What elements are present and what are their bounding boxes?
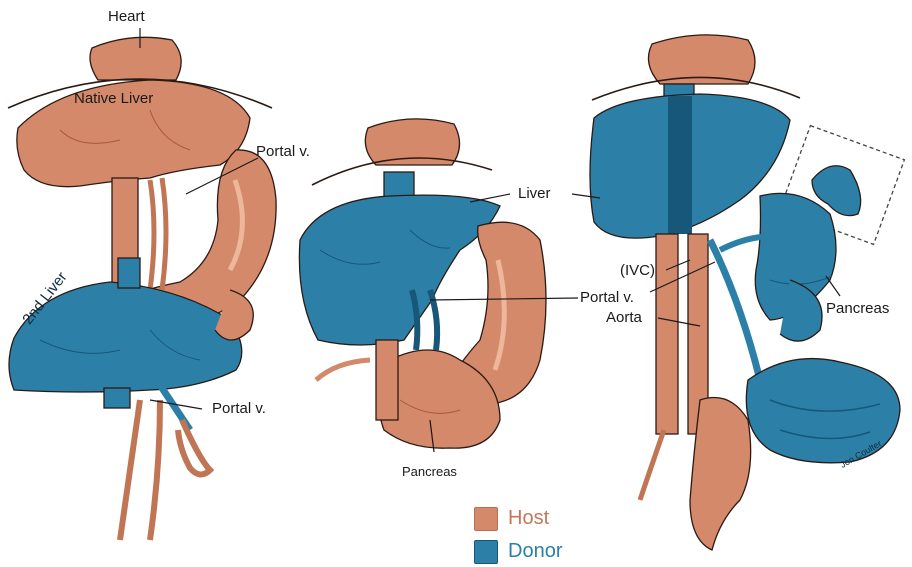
legend-swatch-host <box>474 507 498 531</box>
label-ivc: (IVC) <box>620 263 655 278</box>
heart-shape-3 <box>648 35 755 84</box>
host-bowel <box>690 398 751 551</box>
label-pancreas-right: Pancreas <box>826 301 889 316</box>
label-heart: Heart <box>108 9 145 24</box>
label-portal-v-3: Portal v. <box>580 290 634 305</box>
legend-swatch-donor <box>474 540 498 564</box>
donor-vessel-stub <box>104 388 130 408</box>
legend-label-host: Host <box>508 508 549 528</box>
label-portal-v-2: Portal v. <box>212 401 266 416</box>
heart-shape <box>90 37 181 80</box>
lower-vessels <box>120 400 210 540</box>
label-portal-v-1: Portal v. <box>256 144 310 159</box>
portal-vessels <box>150 178 166 290</box>
legend-label-donor: Donor <box>508 541 562 561</box>
label-native-liver: Native Liver <box>74 91 153 106</box>
center-liver <box>299 195 500 345</box>
label-aorta: Aorta <box>606 310 642 325</box>
label-liver: Liver <box>518 186 551 201</box>
panel-right-combined <box>590 35 904 550</box>
host-aorta <box>656 234 678 434</box>
panel-center-liver <box>299 119 546 448</box>
label-pancreas-center: Pancreas <box>402 465 457 478</box>
